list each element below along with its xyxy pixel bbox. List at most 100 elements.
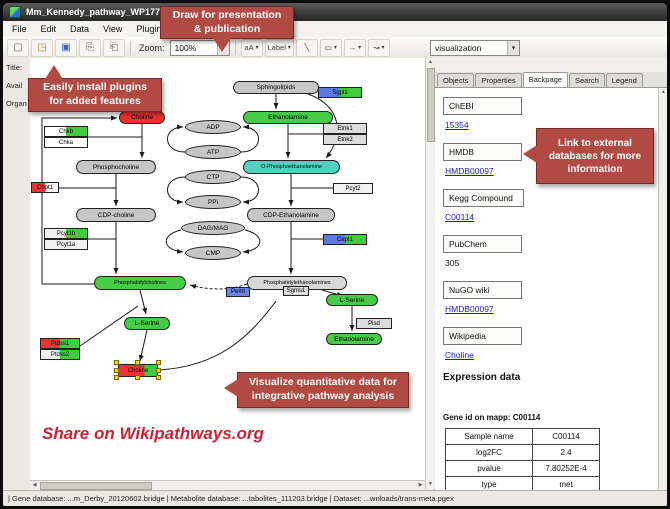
text-tool-icon: aA [244, 42, 254, 52]
selection-handle[interactable] [156, 375, 161, 380]
paste-button[interactable]: ⎗ [103, 38, 125, 57]
menu-edit[interactable]: Edit [40, 24, 57, 34]
pathway-node-phosphocholine[interactable]: Phosphocholine [76, 160, 156, 174]
pathway-node-ptdss1[interactable]: Ptdss1 [40, 338, 80, 349]
table-cell: type [445, 476, 533, 491]
pathway-node-sphingolipids[interactable]: Sphingolipids [233, 81, 319, 94]
scroll-left-icon[interactable]: ◀ [32, 482, 37, 488]
chevron-down-icon[interactable]: ▾ [381, 45, 385, 51]
pathway-node-o-phosphoethanolamine[interactable]: O-Phosphoethanolamine [243, 160, 340, 174]
pathway-node-pcyt1a[interactable]: Pcyt1a [44, 239, 88, 250]
scroll-right-icon[interactable]: ▶ [418, 482, 423, 488]
pathway-node-phosphatidylcholines[interactable]: Phosphatidylcholines [94, 276, 186, 290]
pathway-node-label: Ethanolamine [334, 335, 374, 343]
canvas-horizontal-scrollbar[interactable]: ◀ ▶ [30, 480, 425, 490]
pathway-node-sgpl1[interactable]: Sgpl1 [318, 87, 362, 98]
scroll-up-icon[interactable]: ▲ [428, 59, 433, 65]
scroll-down-icon[interactable]: ▼ [428, 481, 433, 487]
selection-handle[interactable] [114, 360, 119, 365]
database-id-link[interactable]: Choline [445, 350, 474, 360]
arrow-tool-button[interactable]: →▾ [343, 38, 366, 57]
chevron-down-icon[interactable]: ▾ [507, 41, 519, 55]
pathway-node-cmp[interactable]: CMP [185, 246, 241, 260]
selection-handle[interactable] [135, 375, 140, 380]
scroll-up-icon[interactable]: ▲ [661, 89, 666, 95]
pathway-node-label: Choline [130, 114, 154, 121]
pathway-node-ctp[interactable]: CTP [185, 170, 241, 184]
selection-handle[interactable] [114, 367, 119, 373]
table-cell: log2FC [445, 444, 533, 461]
pathway-node-choline-top[interactable]: Choline [119, 111, 165, 124]
tab-backpage[interactable]: Backpage [522, 72, 568, 87]
pathway-node-chka[interactable]: Chka [44, 137, 88, 148]
open-button[interactable]: ◳ [31, 38, 53, 57]
new-file-button[interactable]: ▢ [7, 38, 29, 57]
scrollbar-thumb[interactable] [40, 482, 152, 490]
copy-button[interactable]: ⎘ [79, 38, 101, 57]
pathway-node-etnk1[interactable]: Etnk1 [323, 123, 367, 134]
connector-tool-button[interactable]: ↝▾ [367, 38, 390, 57]
chevron-down-icon[interactable]: ▾ [255, 45, 259, 51]
selection-handle[interactable] [156, 360, 161, 365]
tab-properties[interactable]: Properties [475, 73, 522, 87]
selection-handle[interactable] [135, 360, 140, 365]
menu-view[interactable]: View [103, 24, 123, 34]
canvas-vertical-scrollbar[interactable]: ▲ ▼ [425, 58, 435, 489]
label-tool-icon: Label [267, 42, 286, 52]
save-button[interactable]: ▣ [55, 38, 77, 57]
pathway-node-l-serine-right[interactable]: L-Serine [326, 294, 378, 306]
pathway-node-ethanolamine-bottom[interactable]: Ethanolamine [326, 333, 382, 345]
database-id-link[interactable]: C00114 [445, 212, 475, 222]
database-id-link[interactable]: 15354 [445, 120, 469, 130]
tab-search[interactable]: Search [568, 73, 605, 87]
pathway-node-atp[interactable]: ATP [185, 145, 241, 159]
pathway-node-ppi[interactable]: PPi [185, 195, 241, 209]
status-bar: | Gene database: ...m_Derby_20120602.bri… [3, 490, 667, 506]
sidebar-scrollbar[interactable]: ▲ [658, 88, 667, 491]
properties-label: Organ [6, 99, 27, 108]
pathway-node-cept1[interactable]: Cept1 [323, 234, 367, 245]
tab-objects[interactable]: Objects [437, 73, 475, 87]
title-bar[interactable]: Mm_Kennedy_pathway_WP1771_45176.gpml [3, 3, 667, 21]
shape-tool-button[interactable]: ▭▾ [319, 38, 342, 57]
selection-handle[interactable] [114, 375, 119, 380]
pathway-node-adp[interactable]: ADP [185, 120, 241, 134]
menu-data[interactable]: Data [70, 24, 90, 34]
pathway-node-ethanolamine-top[interactable]: Ethanolamine [243, 111, 333, 124]
chevron-down-icon[interactable]: ▾ [287, 45, 291, 51]
pathway-node-dag-mag[interactable]: DAG/MAG [181, 221, 245, 235]
text-tool-button[interactable]: aA▾ [240, 38, 263, 57]
toolbar-separator [234, 40, 236, 55]
tab-legend[interactable]: Legend [605, 73, 643, 87]
pathway-node-etnk2[interactable]: Etnk2 [323, 134, 367, 145]
pathway-node-pisd[interactable]: Pisd [356, 318, 392, 329]
pathway-node-cdp-ethanolamine[interactable]: CDP-Ethanolamine [247, 208, 335, 222]
pathway-node-label: Ptdss2 [50, 351, 70, 358]
table-cell: Sample name [445, 428, 533, 445]
menu-plugins[interactable]: Plugins [136, 24, 166, 34]
callout-visualize-data: Visualize quantitative data for integrat… [224, 372, 409, 408]
database-id-link[interactable]: HMDB00097 [445, 166, 494, 176]
selection-handle[interactable] [156, 367, 161, 373]
chevron-down-icon[interactable]: ▾ [358, 45, 362, 51]
visualization-combobox[interactable]: visualization ▾ [430, 40, 520, 56]
pathway-node-chpt1[interactable]: Chpt1 [31, 182, 59, 193]
pathway-node-l-serine-left[interactable]: L-Serine [124, 317, 170, 330]
menu-file[interactable]: File [12, 24, 27, 34]
label-tool-button[interactable]: Label▾ [264, 38, 294, 57]
pathway-node-pcyt2[interactable]: Pcyt2 [333, 183, 373, 194]
copy-icon: ⎘ [86, 41, 94, 53]
line-tool-button[interactable]: ╲ [295, 38, 318, 57]
pathway-node-sgms1[interactable]: Sgms1 [283, 286, 309, 296]
pathway-node-label: PPi [207, 198, 219, 206]
pathway-node-ptdss2[interactable]: Ptdss2 [40, 349, 80, 360]
new-file-icon: ▢ [13, 41, 23, 53]
scrollbar-thumb[interactable] [427, 68, 435, 142]
pathway-node-pemt[interactable]: Pemt [226, 287, 250, 297]
pathway-node-pcyt1b[interactable]: Pcyt1b [44, 228, 88, 239]
chevron-down-icon[interactable]: ▾ [333, 45, 337, 51]
database-id-link[interactable]: HMDB00097 [445, 304, 494, 314]
pathway-node-chkb[interactable]: Chkb [44, 126, 88, 137]
pathway-node-cdp-choline[interactable]: CDP-choline [76, 208, 156, 222]
